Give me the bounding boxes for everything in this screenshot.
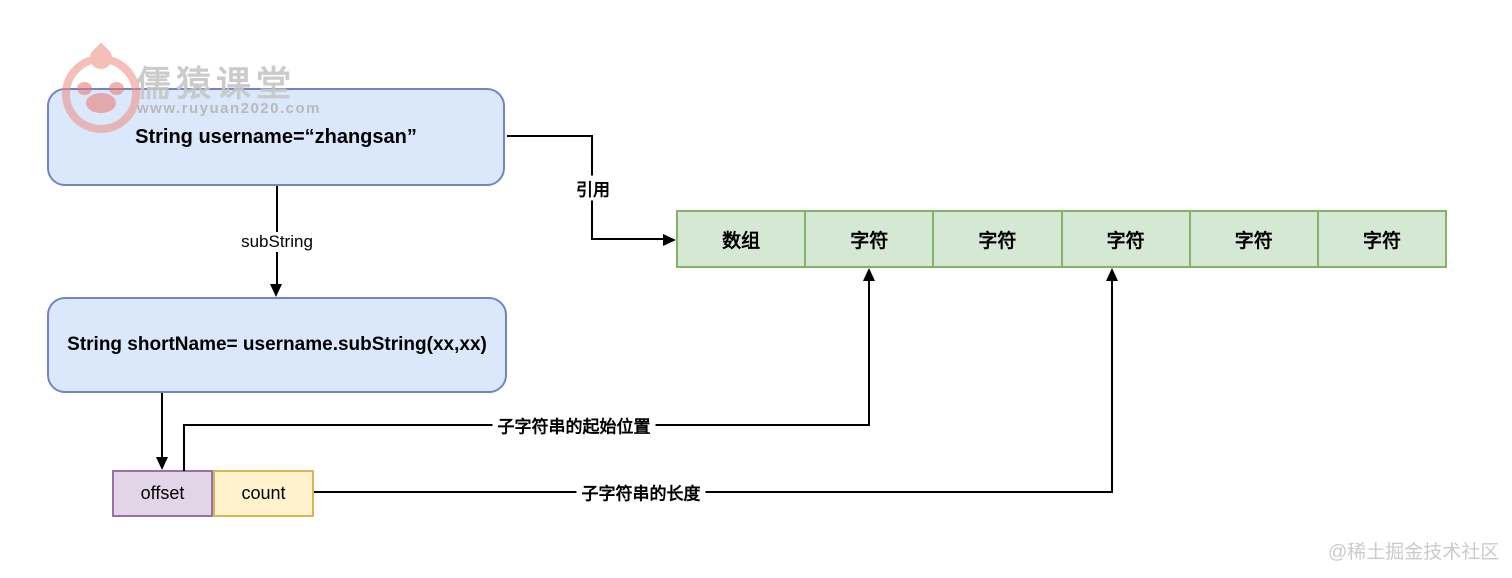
community-credit-watermark: @稀土掘金技术社区 xyxy=(1328,542,1500,563)
offset-arrow-line xyxy=(161,393,163,459)
array-cell-char-2: 字符 xyxy=(934,212,1063,266)
username-string-box: String username=“zhangsan” xyxy=(47,88,505,186)
arrowhead-offset-icon xyxy=(156,457,168,470)
arrowhead-substring-icon xyxy=(270,284,282,297)
logo-ring-icon xyxy=(62,55,140,133)
offset-box: offset xyxy=(112,470,213,517)
start-position-edge-label: 子字符串的起始位置 xyxy=(492,412,656,438)
ruyuan-monkey-logo-icon xyxy=(62,42,140,133)
logo-eye-icon xyxy=(109,82,124,95)
length-line-horizontal xyxy=(314,491,1113,493)
logo-eye-icon xyxy=(77,82,92,95)
logo-muzzle-icon xyxy=(86,93,116,113)
start-position-line-up xyxy=(183,424,185,471)
substring-edge-label: subString xyxy=(236,232,318,252)
start-position-line-to-array xyxy=(868,280,870,426)
reference-line-horizontal-1 xyxy=(507,135,592,137)
count-box: count xyxy=(213,470,314,517)
brand-url-watermark: www.ruyuan2020.com xyxy=(137,100,322,117)
count-label: count xyxy=(241,483,286,503)
arrowhead-start-position-icon xyxy=(863,268,875,281)
shortname-string-box: String shortName= username.subString(xx,… xyxy=(47,297,507,393)
array-cell-char-3: 字符 xyxy=(1063,212,1191,266)
array-cell-char-1: 字符 xyxy=(806,212,935,266)
reference-line-horizontal-2 xyxy=(591,238,665,240)
username-string-label: String username=“zhangsan” xyxy=(135,125,417,148)
brand-title-watermark: 儒猿课堂 xyxy=(136,65,297,104)
length-edge-label: 子字符串的长度 xyxy=(576,479,706,505)
length-line-to-array xyxy=(1111,280,1113,492)
offset-label: offset xyxy=(140,483,185,503)
arrowhead-reference-icon xyxy=(663,234,676,246)
char-array: 数组 字符 字符 字符 字符 字符 xyxy=(676,210,1447,268)
array-cell-char-5: 字符 xyxy=(1362,230,1401,252)
arrowhead-length-icon xyxy=(1106,268,1118,281)
reference-edge-label: 引用 xyxy=(571,175,615,201)
array-cell-char-4: 字符 xyxy=(1191,212,1319,266)
shortname-string-label: String shortName= username.subString(xx,… xyxy=(67,334,487,355)
array-cell-header: 数组 xyxy=(678,212,807,266)
